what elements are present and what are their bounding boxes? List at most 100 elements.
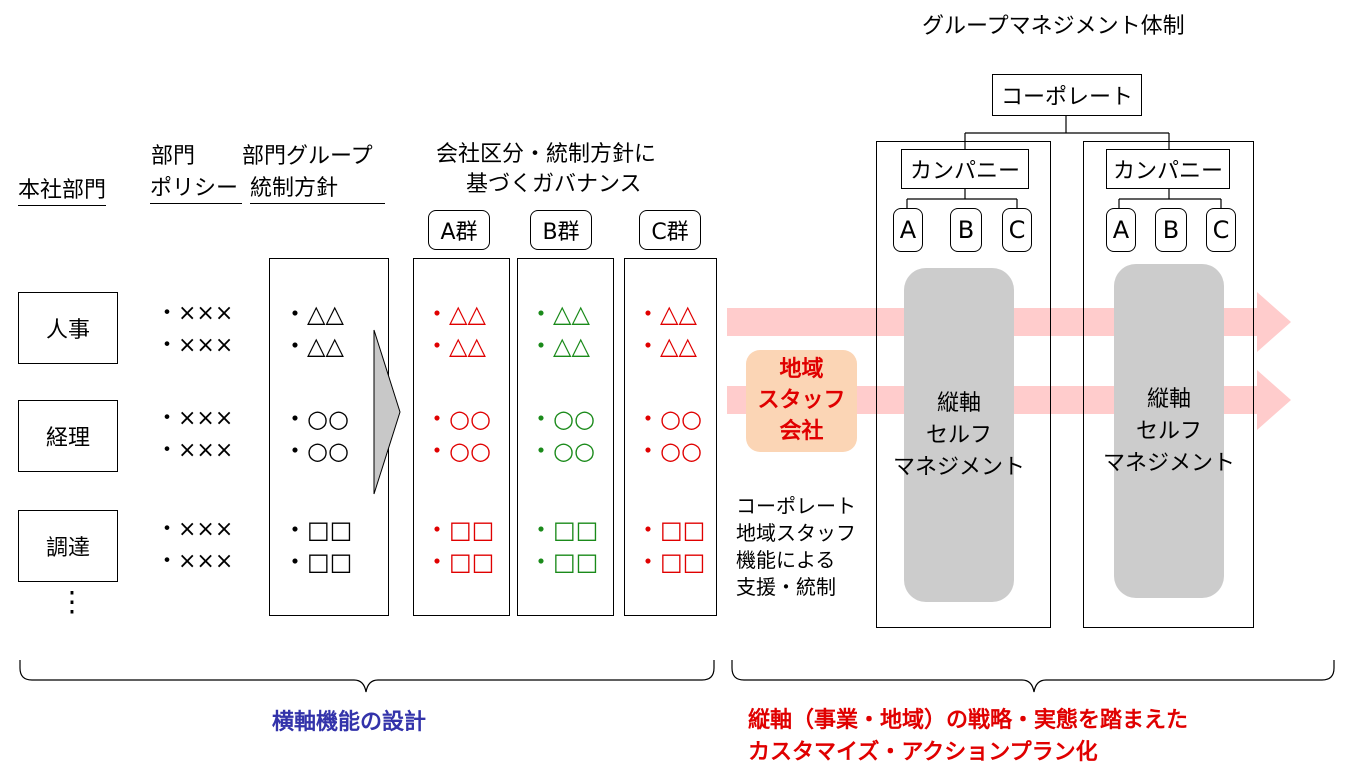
col-a-square: ・□□ ・□□	[425, 514, 494, 578]
company-frame-1	[876, 141, 1051, 628]
group-label-c: C群	[639, 210, 701, 250]
dept-box-accounting: 経理	[18, 400, 118, 472]
group-item: ・○○	[283, 405, 349, 433]
vertical-mgmt-text-1: 縦軸 セルフ マネジメント	[893, 388, 1025, 484]
gov-item: ・□□	[636, 516, 706, 544]
group-item: ・△△	[283, 300, 344, 328]
policy-item: ・×××	[156, 406, 234, 431]
policy-item: ・×××	[156, 517, 234, 542]
policy-list-accounting: ・××× ・×××	[156, 403, 233, 467]
gov-item: ・△△	[529, 300, 590, 328]
unit-box-a-2: A	[1106, 208, 1136, 252]
company-label: カンパニー	[909, 159, 1020, 184]
unit-box-b-2: B	[1155, 208, 1187, 252]
regional-line: スタッフ	[757, 388, 846, 413]
col-header-policy-1: 部門	[151, 144, 196, 169]
unit-connector-1	[906, 189, 1018, 209]
group-item: ・○○	[283, 437, 349, 465]
regional-staff-label: 地域 スタッフ 会社	[746, 354, 857, 447]
governance-col-c	[624, 258, 717, 616]
ellipsis: ⋮	[58, 585, 86, 618]
vm-line: マネジメント	[893, 455, 1026, 480]
support-text: コーポレート 地域スタッフ 機能による 支援・統制	[736, 493, 856, 601]
group-item: ・□□	[283, 548, 353, 576]
governance-header-2: 基づくガバナンス	[466, 172, 642, 197]
gov-item: ・□□	[425, 516, 495, 544]
col-header-policy-2: ポリシー	[150, 178, 242, 204]
group-label-a: A群	[428, 210, 490, 250]
gov-item: ・□□	[425, 548, 495, 576]
gov-item: ・○○	[529, 405, 595, 433]
caption-vertical-strategy-2: カスタマイズ・アクションプラン化	[748, 740, 1098, 765]
company-label-box-1: カンパニー	[901, 149, 1029, 189]
col-a-triangle: ・△△ ・△△	[425, 298, 486, 362]
dept-label: 調達	[45, 536, 90, 561]
gov-item: ・○○	[636, 405, 702, 433]
unit-box-a-1: A	[893, 208, 923, 252]
governance-col-b	[517, 258, 614, 616]
governance-header-1: 会社区分・統制方針に	[436, 142, 657, 167]
company-label: カンパニー	[1112, 159, 1223, 184]
support-line: 支援・統制	[736, 575, 836, 599]
policy-item: ・×××	[156, 549, 234, 574]
support-line: 地域スタッフ	[736, 521, 856, 545]
col-b-circle: ・○○ ・○○	[529, 403, 595, 467]
vertical-mgmt-pill-2	[1114, 264, 1224, 598]
policy-list-procurement: ・××× ・×××	[156, 514, 233, 578]
caption-horizontal-design: 横軸機能の設計	[272, 710, 427, 735]
gov-item: ・△△	[425, 332, 486, 360]
vm-line: 縦軸	[1146, 387, 1191, 412]
regional-line: 地域	[779, 357, 824, 382]
group-items-square: ・□□ ・□□	[283, 514, 352, 578]
col-b-triangle: ・△△ ・△△	[529, 298, 590, 362]
page-title: グループマネジメント体制	[922, 14, 1185, 39]
gov-item: ・△△	[636, 300, 697, 328]
col-c-circle: ・○○ ・○○	[636, 403, 702, 467]
vertical-mgmt-pill-1	[904, 268, 1014, 602]
gov-item: ・○○	[529, 437, 595, 465]
col-header-group-2: 統制方針	[250, 178, 385, 204]
brace-left	[19, 660, 715, 693]
support-line: コーポレート	[736, 494, 856, 518]
policy-item: ・×××	[156, 438, 234, 463]
dept-label: 人事	[45, 318, 90, 343]
gov-item: ・□□	[529, 516, 599, 544]
vm-line: セルフ	[1135, 419, 1202, 444]
policy-item: ・×××	[156, 333, 234, 358]
gov-item: ・○○	[425, 405, 491, 433]
support-line: 機能による	[736, 548, 836, 572]
band-overlay-top	[904, 308, 1224, 336]
brace-right	[731, 660, 1335, 693]
dept-label: 経理	[45, 426, 90, 451]
col-b-square: ・□□ ・□□	[529, 514, 598, 578]
caption-vertical-strategy-1: 縦軸（事業・地域）の戦略・実態を踏まえた	[748, 708, 1189, 733]
dept-box-procurement: 調達	[18, 510, 118, 582]
unit-connector-2	[1118, 189, 1222, 209]
col-header-dept: 本社部門	[18, 180, 107, 206]
gov-item: ・○○	[425, 437, 491, 465]
gov-item: ・△△	[425, 300, 486, 328]
gov-item: ・□□	[529, 548, 599, 576]
unit-box-c-2: C	[1206, 208, 1236, 252]
vm-line: セルフ	[925, 423, 992, 448]
gov-item: ・□□	[636, 548, 706, 576]
policy-item: ・×××	[156, 301, 234, 326]
gov-item: ・○○	[636, 437, 702, 465]
vm-line: 縦軸	[936, 391, 981, 416]
group-policy-box	[269, 258, 389, 616]
dept-box-hr: 人事	[18, 292, 118, 364]
group-item: ・□□	[283, 516, 353, 544]
group-label-b: B群	[530, 210, 592, 250]
corporate-label: コーポレート	[1000, 85, 1133, 110]
unit-box-b-1: B	[950, 208, 982, 252]
col-c-square: ・□□ ・□□	[636, 514, 705, 578]
regional-line: 会社	[779, 419, 824, 444]
unit-box-c-1: C	[1002, 208, 1032, 252]
org-connector	[964, 116, 1170, 150]
process-arrow	[373, 329, 401, 495]
group-item: ・△△	[283, 332, 344, 360]
col-c-triangle: ・△△ ・△△	[636, 298, 697, 362]
regional-staff-box	[746, 350, 857, 452]
col-header-group-1: 部門グループ	[242, 144, 373, 169]
vertical-mgmt-text-2: 縦軸 セルフ マネジメント	[1103, 384, 1235, 480]
